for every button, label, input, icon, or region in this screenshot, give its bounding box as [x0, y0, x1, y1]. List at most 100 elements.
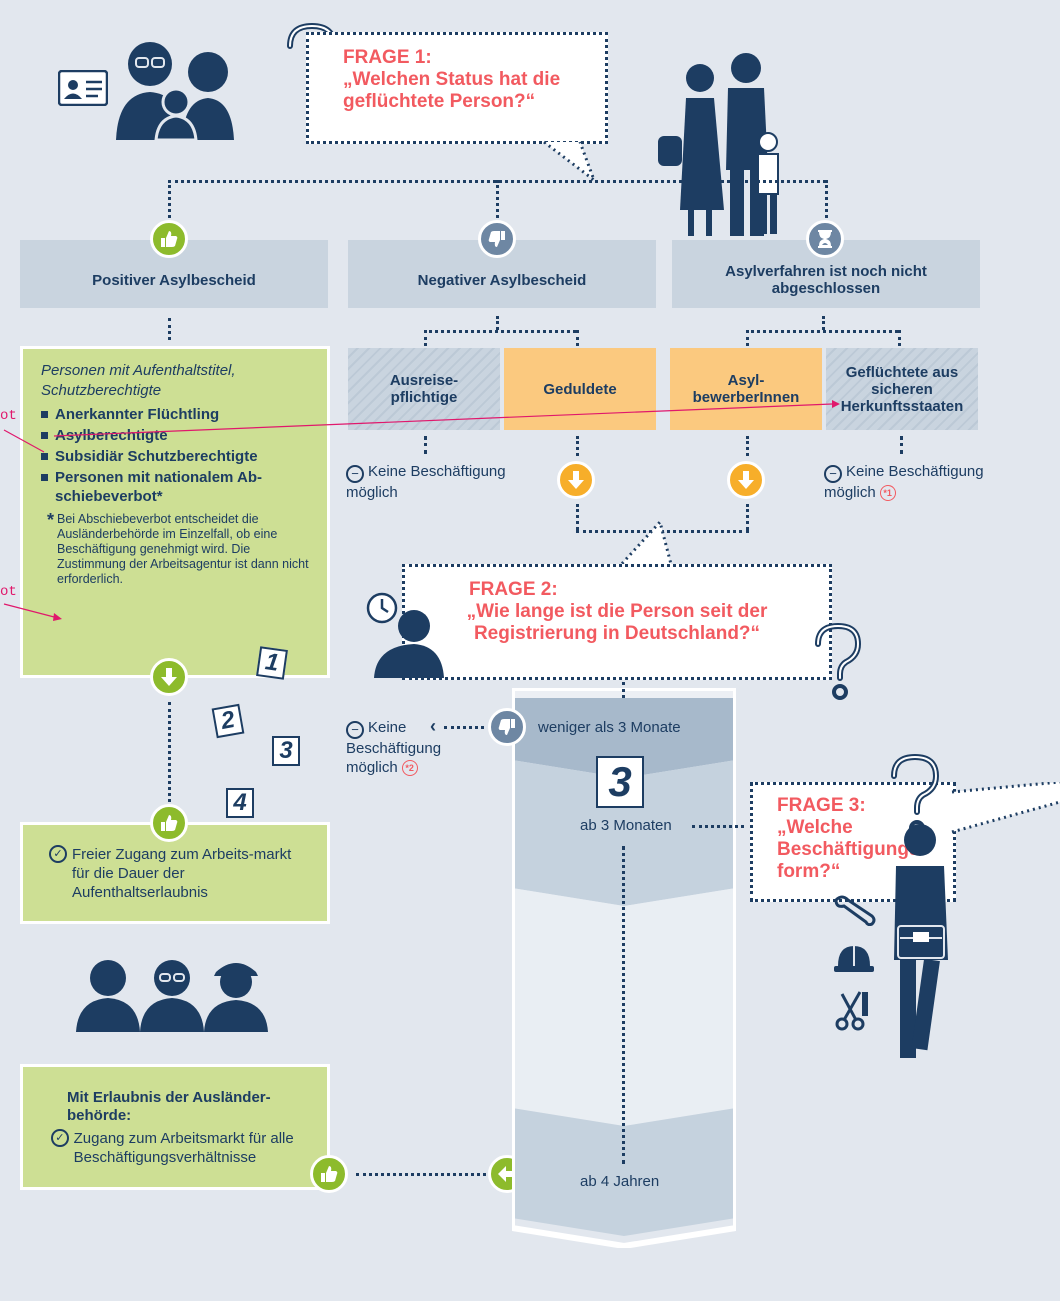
no-employment-left: −Keine Beschäftigung möglich: [346, 462, 546, 502]
no-employment-right: −Keine Beschäftigung möglich*1: [824, 462, 1024, 502]
annotation-label: ot: [0, 408, 17, 424]
calendar-number: 2: [218, 706, 237, 735]
question-mark-icon: [812, 622, 864, 702]
footnote-ref: *1: [879, 485, 896, 501]
id-card-icon: [57, 69, 109, 107]
bullet-label: Anerkannter Flüchtling: [55, 406, 220, 423]
permission-panel: Mit Erlaubnis der Ausländer-behörde: ✓ Z…: [20, 1064, 330, 1190]
scissors-comb-icon: [834, 988, 874, 1032]
connector-line: [424, 330, 427, 346]
timeline-step3: ab 4 Jahren: [580, 1173, 660, 1190]
connector-line: [746, 504, 749, 530]
subcategory-sichere-label: Geflüchtete aus sicheren Herkunftsstaate…: [840, 363, 964, 415]
bullet-label: Personen mit nationalem Ab-schiebeverbot…: [55, 469, 262, 505]
connector-line: [900, 436, 903, 454]
bullet-label: Asylberechtigte: [55, 427, 168, 444]
footnote-ref: *2: [401, 760, 418, 776]
question1-callout: FRAGE 1: „Welchen Status hat die geflüch…: [306, 32, 608, 144]
connector-line: [825, 180, 828, 236]
positive-panel: Personen mit Aufenthaltstitel, Schutzber…: [20, 346, 330, 678]
subcategory-geduldete: Geduldete: [504, 348, 656, 430]
thumbs-down-icon: [478, 220, 516, 258]
connector-line: [576, 330, 579, 346]
timeline-step1: weniger als 3 Monate: [538, 719, 681, 736]
positive-panel-intro: Personen mit Aufenthaltstitel, Schutzber…: [41, 362, 236, 399]
subcategory-ausreise-label: Ausreise-pflichtige: [389, 372, 459, 406]
footnote-mark: *: [47, 510, 55, 530]
calendar-number: 1: [263, 648, 281, 677]
category-negative-label: Negativer Asylbescheid: [417, 271, 587, 289]
minus-icon: −: [824, 464, 842, 483]
calendar-icon: 3: [596, 756, 644, 808]
callout3-tail: [950, 780, 1060, 842]
question3-text: „Welche Beschäftigungs-form?“: [777, 817, 926, 882]
thumbs-down-icon: [488, 708, 526, 746]
no-employment-timeline: −Keine Beschäftigung möglich*2: [346, 718, 441, 777]
connector-line: [424, 330, 576, 333]
workers-illustration: [74, 954, 270, 1032]
connector-line: [746, 436, 749, 456]
thumbs-up-icon: [310, 1155, 348, 1193]
callout2-tail: [612, 518, 682, 570]
calendar-number: 3: [279, 737, 293, 764]
connector-line: [496, 316, 499, 330]
check-icon: ✓: [49, 845, 67, 863]
question2-callout: FRAGE 2: „Wie lange ist die Person seit …: [402, 564, 832, 680]
question2-text: „Wie lange ist die Person seit der Regis…: [466, 601, 768, 644]
permission-text: Zugang zum Arbeitsmarkt für alle Beschäf…: [73, 1130, 294, 1166]
calendar-icon: 3: [272, 736, 300, 766]
check-icon: ✓: [51, 1129, 69, 1147]
connector-line: [168, 318, 171, 340]
permission-title: Mit Erlaubnis der Ausländer-behörde:: [67, 1089, 271, 1124]
family-illustration-right: [650, 50, 790, 240]
timeline-step2: ab 3 Monaten: [580, 817, 672, 834]
question1-title: FRAGE 1:: [343, 47, 432, 68]
family-illustration-left: [58, 22, 238, 142]
question3-title: FRAGE 3:: [777, 795, 866, 816]
bullet-item: Anerkannter Flüchtling: [41, 405, 313, 424]
connector-line: [356, 1173, 486, 1176]
connector-line: [424, 436, 427, 454]
connector-line: [622, 846, 625, 1164]
calendar-icon: 2: [211, 703, 245, 739]
connector-line: [898, 330, 901, 346]
question1-text: „Welchen Status hat die geflüchtete Pers…: [343, 69, 561, 112]
footnote-text: Bei Abschiebeverbot entscheidet die Ausl…: [57, 512, 309, 586]
wrench-icon: [832, 894, 876, 927]
connector-line: [444, 726, 484, 729]
thumbs-up-icon: [150, 220, 188, 258]
calendar-icon: 4: [226, 788, 254, 818]
question2-title: FRAGE 2:: [469, 579, 558, 600]
bullet-item: Personen mit nationalem Ab-schiebeverbot…: [41, 468, 313, 506]
arrow-down-icon: [727, 461, 765, 499]
subcategory-asylbewerber: Asyl-bewerberInnen: [670, 348, 822, 430]
subcategory-asylbewerber-label: Asyl-bewerberInnen: [692, 372, 800, 406]
timeline-column: [509, 685, 739, 1250]
callout1-tail: [540, 140, 600, 185]
connector-line: [746, 330, 749, 346]
connector-line: [168, 180, 171, 236]
connector-line: [576, 436, 579, 456]
connector-line: [496, 180, 499, 236]
businessman-illustration: [880, 820, 970, 1060]
connector-line: [822, 316, 825, 330]
connector-line: [168, 702, 171, 802]
calendar-icon: 1: [256, 646, 288, 680]
minus-icon: −: [346, 720, 364, 739]
connector-line: [692, 825, 744, 828]
bullet-item: Subsidiär Schutzberechtigte: [41, 447, 313, 466]
annotation-label: ot: [0, 584, 17, 600]
bullet-label: Subsidiär Schutzberechtigte: [55, 448, 258, 465]
subcategory-sichere: Geflüchtete aus sicheren Herkunftsstaate…: [826, 348, 978, 430]
free-access-row: ✓ Freier Zugang zum Arbeits-markt für di…: [49, 845, 313, 902]
arrow-down-icon: [557, 461, 595, 499]
subcategory-geduldete-label: Geduldete: [543, 380, 617, 398]
category-positive-label: Positiver Asylbescheid: [92, 271, 256, 289]
no-employment-timeline-text: Keine Beschäftigung möglich: [346, 719, 442, 776]
arrow-down-icon: [150, 658, 188, 696]
footnote: * Bei Abschiebeverbot entscheidet die Au…: [47, 510, 313, 587]
calendar-number: 4: [233, 789, 247, 816]
arrow-left-small-icon: ‹: [430, 716, 436, 736]
no-employment-right-text: Keine Beschäftigung möglich: [824, 463, 984, 501]
thumbs-up-icon: [150, 804, 188, 842]
